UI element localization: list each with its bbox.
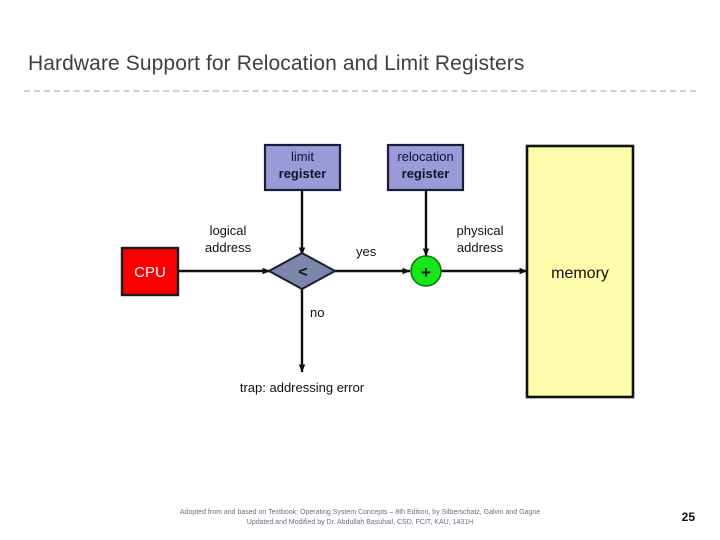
comparator-label: < xyxy=(298,264,307,281)
adder-label: + xyxy=(421,263,431,282)
limit-register-box[interactable] xyxy=(263,143,342,192)
comparator-diamond[interactable] xyxy=(266,251,338,291)
limit-register-label-line1: limit xyxy=(291,149,314,164)
relocation-limit-register-diagram: limit register relocation register CPU <… xyxy=(0,110,720,430)
footer-credit: Adopted from and based on Textbook: Oper… xyxy=(0,508,720,528)
page-number: 25 xyxy=(681,510,695,524)
trap-label: trap: addressing error xyxy=(240,380,365,395)
logical-address-label-line1: logical xyxy=(210,223,247,238)
footer-credit-line-1: Adopted from and based on Textbook: Oper… xyxy=(179,509,541,516)
title-divider xyxy=(24,90,696,92)
adder-circle[interactable] xyxy=(410,255,442,287)
footer-credit-line-2: Updated and Modified by Dr. Abdullah Bas… xyxy=(246,519,474,526)
physical-address-label-line2: address xyxy=(457,240,504,255)
relocation-register-label-line2: register xyxy=(402,166,450,181)
physical-address-label-line1: physical xyxy=(457,223,504,238)
memory-label: memory xyxy=(551,265,609,282)
memory-block[interactable] xyxy=(525,144,635,399)
relocation-register-box[interactable] xyxy=(386,143,465,192)
page-title: Hardware Support for Relocation and Limi… xyxy=(28,52,525,75)
logical-address-label-line2: address xyxy=(205,240,252,255)
yes-label: yes xyxy=(356,244,377,259)
cpu-box[interactable] xyxy=(120,246,180,297)
relocation-register-label-line1: relocation xyxy=(397,149,453,164)
limit-register-label-line2: register xyxy=(279,166,327,181)
cpu-label: CPU xyxy=(134,264,166,281)
no-label: no xyxy=(310,305,324,320)
